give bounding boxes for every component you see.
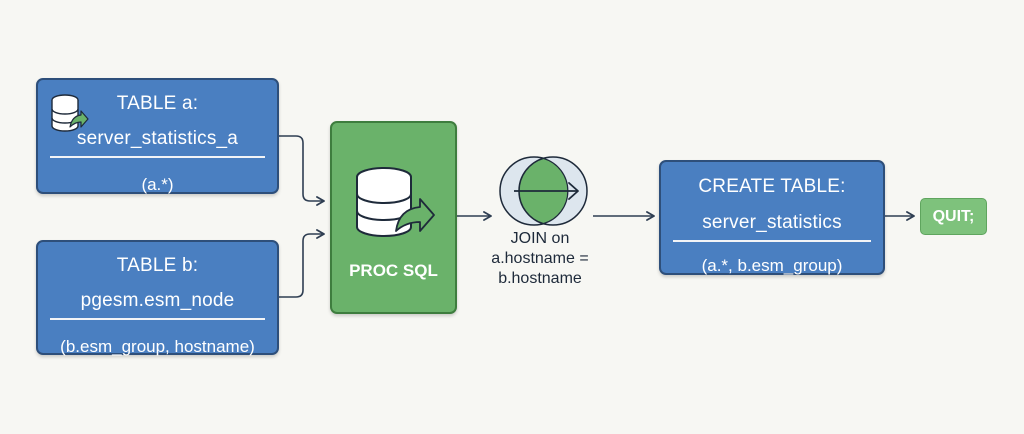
connector-table-b-to-proc bbox=[279, 229, 325, 298]
join-condition: JOIN on a.hostname = b.hostname bbox=[470, 229, 610, 289]
table-b-columns: (b.esm_group, hostname) bbox=[60, 337, 255, 356]
table-b-node: TABLE b: pgesm.esm_node (b.esm_group, ho… bbox=[36, 240, 279, 356]
proc-sql-node: PROC SQL bbox=[330, 121, 457, 314]
database-export-icon bbox=[51, 94, 89, 132]
table-a-title-line1: TABLE a: bbox=[116, 93, 199, 114]
venn-join-icon bbox=[499, 156, 588, 226]
database-export-icon bbox=[356, 167, 435, 237]
proc-sql-label: PROC SQL bbox=[349, 261, 438, 280]
table-b-divider bbox=[50, 318, 265, 320]
quit-node: QUIT; bbox=[920, 198, 987, 235]
table-a-title-line2: server_statistics_a bbox=[76, 128, 239, 149]
create-table-title-line2: server_statistics bbox=[702, 212, 842, 233]
create-table-divider bbox=[673, 240, 871, 242]
connector-table-a-to-proc bbox=[279, 135, 325, 206]
join-line3: b.hostname bbox=[498, 270, 582, 287]
create-table-node: CREATE TABLE: server_statistics (a.*, b.… bbox=[659, 160, 885, 275]
table-a-columns: (a.*) bbox=[141, 175, 174, 194]
table-b-title-line1: TABLE b: bbox=[116, 255, 199, 276]
create-table-title-line1: CREATE TABLE: bbox=[698, 176, 846, 197]
join-line2: a.hostname = bbox=[491, 250, 589, 267]
table-b-title-line2: pgesm.esm_node bbox=[80, 290, 235, 311]
table-a-divider bbox=[50, 156, 265, 158]
join-line1: JOIN on bbox=[510, 230, 570, 247]
create-table-columns: (a.*, b.esm_group) bbox=[701, 256, 843, 275]
table-a-node: TABLE a: server_statistics_a (a.*) bbox=[36, 78, 279, 194]
